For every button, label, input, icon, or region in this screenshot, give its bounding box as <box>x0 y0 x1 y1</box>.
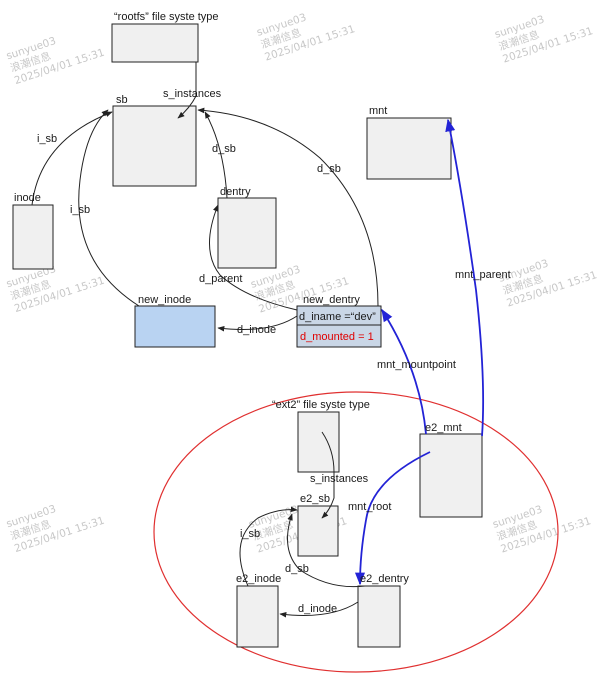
d-sb-1-label: d_sb <box>212 143 236 155</box>
rootfs-type-label: “rootfs” file syste type <box>114 11 219 23</box>
d-inode-bottom-link <box>279 601 359 618</box>
d-sb-bottom-label: d_sb <box>285 563 309 575</box>
i-sb-inode-link <box>31 111 113 206</box>
e2-sb-box <box>297 505 339 557</box>
links-mount <box>354 118 485 586</box>
ext2-type-label: “ext2” file syste type <box>272 399 370 411</box>
new-dentry-label: new_dentry <box>303 294 360 306</box>
mnt-mountpoint-label: mnt_mountpoint <box>377 359 456 371</box>
inode-label: inode <box>14 192 41 204</box>
d-mounted-field: d_mounted = 1 <box>300 331 374 343</box>
d-sb-dentry-link <box>204 111 228 199</box>
links-rootfs <box>31 62 379 332</box>
watermark-2: sunyue03 浪潮信息 2025/04/01 15:31 <box>255 12 356 64</box>
sb-label: sb <box>116 94 128 106</box>
mnt-root-label: mnt_root <box>348 501 391 513</box>
e2-sb-label: e2_sb <box>300 493 330 505</box>
d-inode-top-link <box>217 315 298 332</box>
mnt-parent-link <box>445 118 485 437</box>
watermark-1: sunyue03 浪潮信息 2025/04/01 15:31 <box>5 35 106 87</box>
d-parent-link <box>209 204 298 311</box>
i-sb-bottom-link <box>239 506 298 587</box>
d-parent-label: d_parent <box>199 273 242 285</box>
s-instances-bottom-label: s_instances <box>310 473 369 485</box>
sb-box <box>112 105 197 187</box>
watermark-9: sunyue03 浪潮信息 2025/04/01 15:31 <box>491 504 592 556</box>
new-inode-box <box>134 305 216 348</box>
watermark-7: sunyue03 浪潮信息 2025/04/01 15:31 <box>5 503 106 555</box>
dentry-label: dentry <box>220 186 251 198</box>
dentry-box <box>217 197 277 269</box>
mnt-parent-label: mnt_parent <box>455 269 511 281</box>
mnt-box <box>366 117 452 180</box>
i-sb-mid-label: i_sb <box>70 204 90 216</box>
ext2-type-box <box>297 411 340 473</box>
d-sb-bottom-link <box>287 513 366 588</box>
d-sb-new-dentry-link <box>197 107 379 307</box>
inode-box <box>12 204 54 270</box>
watermark-6: sunyue03 浪潮信息 2025/04/01 15:31 <box>497 258 598 310</box>
e2-inode-box <box>236 585 279 648</box>
e2-inode-label: e2_inode <box>236 573 281 585</box>
mnt-mountpoint-link <box>381 308 427 435</box>
i-sb-bottom-label: i_sb <box>240 528 260 540</box>
i-sb-left-label: i_sb <box>37 133 57 145</box>
new-dentry-box <box>296 305 382 348</box>
s-instances-top-label: s_instances <box>163 88 222 100</box>
ext2-mount-ellipse <box>153 391 559 673</box>
d-inode-top-label: d_inode <box>237 324 276 336</box>
d-iname-field: d_iname =“dev” <box>299 311 376 323</box>
new-inode-label: new_inode <box>138 294 191 306</box>
d-inode-bottom-label: d_inode <box>298 603 337 615</box>
rootfs-type-box <box>111 23 199 63</box>
watermark-3: sunyue03 浪潮信息 2025/04/01 15:31 <box>493 14 594 66</box>
s-instances-top-link <box>177 62 197 119</box>
mnt-root-link <box>354 451 431 586</box>
i-sb-new-inode-link <box>78 109 140 307</box>
s-instances-bottom-link <box>321 431 335 519</box>
e2-mnt-box <box>419 433 483 518</box>
mnt-label: mnt <box>369 105 387 117</box>
e2-dentry-box <box>357 585 401 648</box>
e2-dentry-label: e2_dentry <box>360 573 409 585</box>
d-sb-2-label: d_sb <box>317 163 341 175</box>
e2-mnt-label: e2_mnt <box>425 422 462 434</box>
links-ext2 <box>239 431 366 618</box>
